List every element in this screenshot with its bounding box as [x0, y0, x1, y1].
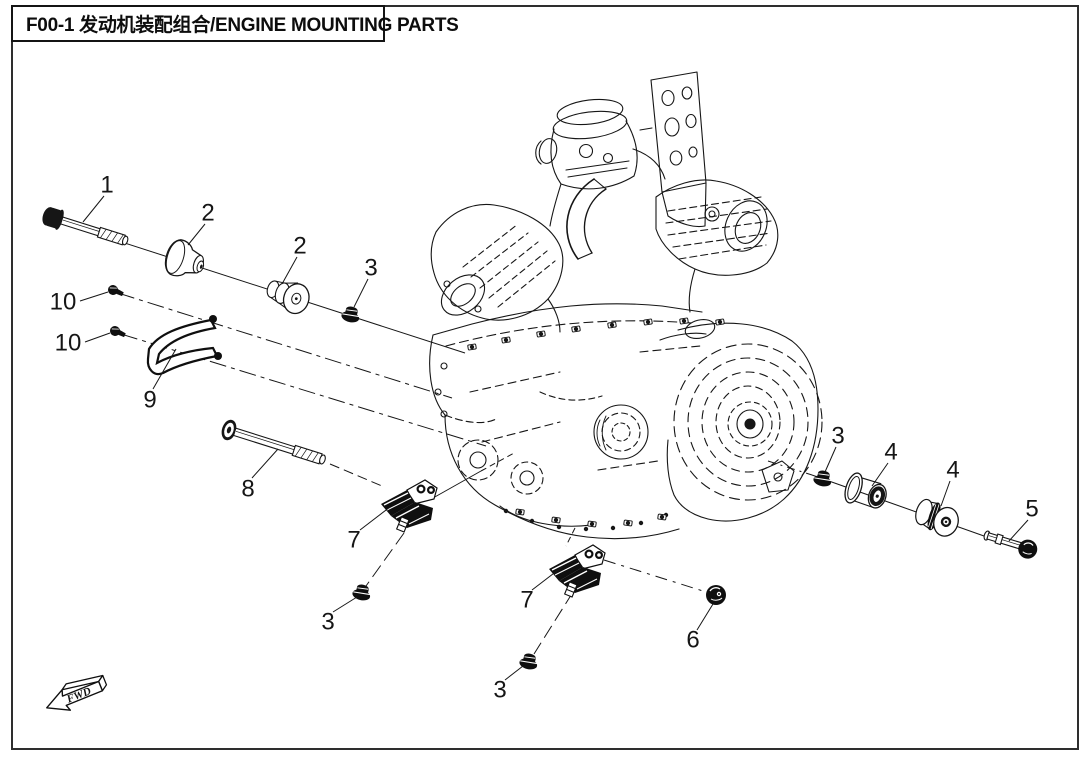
- callout-number-3: 3: [364, 255, 377, 282]
- callout-number-2: 2: [201, 200, 214, 227]
- callouts: 1 2 2 3 10 10 9 8 7 3 7 3 6 3 4 4 5: [50, 172, 1039, 704]
- callout-number-4: 4: [884, 439, 897, 466]
- part-2-bushing-rear: [266, 280, 310, 315]
- assembly-line: [117, 292, 453, 399]
- part-3-nut: [517, 651, 541, 672]
- part-2-bushing-front: [164, 239, 205, 277]
- callout-leader-4: [940, 480, 951, 507]
- callout-leader-3: [353, 278, 369, 308]
- callout-leader-7: [359, 506, 391, 531]
- callout-number-1: 1: [100, 172, 113, 199]
- assembly-line: [329, 463, 383, 487]
- callout-number-5: 5: [1025, 496, 1038, 523]
- callout-number-10: 10: [55, 330, 82, 357]
- part-5-bolt: [983, 530, 1038, 559]
- part-1-bolt: [42, 207, 129, 246]
- assembly-line: [603, 559, 704, 592]
- title-box: F00-1 发动机装配组合/ENGINE MOUNTING PARTS: [11, 5, 459, 42]
- fwd-arrow: FWD: [46, 674, 108, 711]
- assembly-line: [365, 532, 405, 587]
- callout-leader-10: [84, 332, 111, 343]
- part-9-guard: [146, 315, 222, 376]
- callout-leader-7: [531, 566, 563, 591]
- part-4-bushing-outer: [915, 498, 959, 537]
- part-10-bolt: [108, 324, 128, 339]
- callout-leader-8: [251, 448, 279, 479]
- part-4-bushing-inner: [844, 472, 887, 509]
- callout-number-10: 10: [50, 289, 77, 316]
- callout-leader-4: [871, 462, 889, 487]
- callout-number-8: 8: [241, 476, 254, 503]
- callout-number-7: 7: [347, 527, 360, 554]
- callout-leader-2: [187, 223, 206, 246]
- page-border: [11, 5, 1079, 750]
- assembly-line: [811, 474, 985, 537]
- part-3-nut: [350, 582, 374, 603]
- assembly-line: [432, 470, 482, 499]
- callout-leader-2: [281, 256, 298, 285]
- callout-leader-6: [696, 603, 714, 631]
- callout-number-9: 9: [143, 387, 156, 414]
- part-6-nut: [706, 585, 726, 605]
- assembly-line: [533, 591, 574, 655]
- assembly-line: [480, 451, 517, 472]
- callout-leader-3: [332, 596, 358, 613]
- callout-leader-3: [504, 665, 524, 681]
- part-10-bolt: [106, 283, 126, 298]
- callout-number-2: 2: [293, 233, 306, 260]
- callout-number-3: 3: [321, 609, 334, 636]
- page-title: F00-1 发动机装配组合/ENGINE MOUNTING PARTS: [26, 15, 459, 36]
- part-8-bolt: [221, 419, 326, 465]
- callout-number-6: 6: [686, 627, 699, 654]
- part-7-bracket: [379, 478, 439, 534]
- callout-number-4: 4: [946, 457, 959, 484]
- callout-leader-1: [82, 195, 105, 223]
- part-3-nut: [811, 468, 835, 489]
- assembly-line: [565, 527, 576, 547]
- callout-leader-9: [152, 348, 177, 390]
- callout-number-7: 7: [520, 587, 533, 614]
- callout-leader-3: [824, 446, 837, 473]
- engine-illustration: [429, 71, 823, 540]
- callout-number-3: 3: [493, 677, 506, 704]
- callout-leader-10: [79, 291, 109, 302]
- callout-leader-5: [1008, 519, 1029, 542]
- part-3-nut: [339, 304, 363, 325]
- callout-number-3: 3: [831, 423, 844, 450]
- parts: [42, 207, 1038, 672]
- assembly-line: [65, 223, 466, 354]
